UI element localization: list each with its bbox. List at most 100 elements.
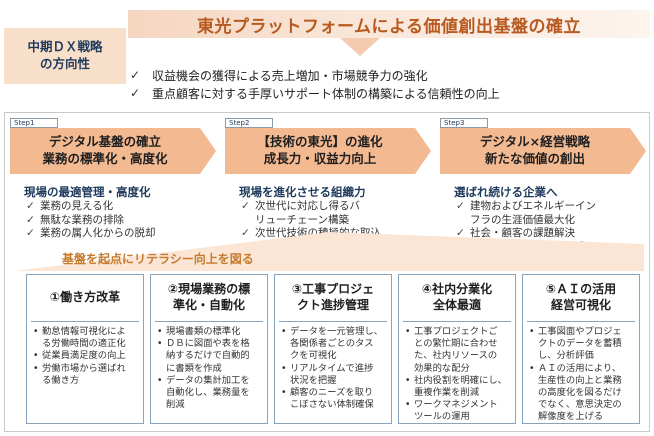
list-item-text: リューチェーン構築 bbox=[255, 213, 349, 226]
list-item-text: 工事プロジェクトご bbox=[414, 326, 498, 337]
bullet-icon: • bbox=[405, 326, 411, 337]
list-item-text: 次世代技術の積極的な取込 bbox=[255, 227, 381, 239]
divider bbox=[279, 321, 387, 322]
bullet-icon: • bbox=[529, 362, 535, 374]
list-item-text: 各関係者ごとのタス bbox=[290, 338, 374, 350]
check-icon: ✓ bbox=[26, 227, 35, 239]
list-item-text: ツールの運用 bbox=[414, 411, 470, 423]
initiative-title-line1: ④社内分業化 bbox=[421, 282, 493, 297]
list-item-text: クトのデータを蓄積 bbox=[538, 338, 622, 350]
list-item-text: 次世代に対応し得るバ bbox=[255, 200, 360, 212]
step-arrow bbox=[225, 128, 431, 174]
step-title-line2: 成長力・収益力向上 bbox=[263, 151, 377, 166]
initiative-title: ④社内分業化 全体最適 bbox=[399, 275, 515, 321]
list-item-text: る労働時間の適正化 bbox=[42, 338, 126, 350]
list-item-text: 現場書類の標準化 bbox=[166, 326, 241, 337]
step-arrow bbox=[440, 128, 646, 174]
initiative-title-line1: ③工事プロジェ bbox=[291, 282, 375, 297]
list-item: に書類を作成 bbox=[157, 363, 263, 375]
bullet-icon: • bbox=[33, 326, 39, 337]
goal-item: ✓ 収益機会の獲得による売上増加・市場競争力の強化 bbox=[130, 66, 650, 84]
list-item-text: クを可視化 bbox=[290, 350, 337, 362]
initiative-box-3: ③工事プロジェ クト進捗管理 • データを一元管理し、各関係者ごとのタスクを可視化… bbox=[274, 274, 392, 424]
step-title: 【技術の東光】の進化 成長力・収益力向上 bbox=[225, 128, 415, 174]
check-icon: ✓ bbox=[241, 227, 250, 239]
strategy-direction-label: 中期ＤＸ戦略 の方向性 bbox=[4, 28, 126, 84]
list-item-text: し、分析評価 bbox=[538, 350, 594, 362]
list-item: ✓建物およびエネルギーイン bbox=[456, 200, 646, 214]
divider bbox=[527, 321, 635, 322]
initiative-title: ②現場業務の標 準化・自動化 bbox=[151, 275, 267, 321]
initiative-box-1: ①働き方改革 •勤怠情報可視化による労働時間の適正化•従業員満足度の向上•労働市… bbox=[26, 274, 144, 424]
list-item-text: 組織コミットメント醸成 bbox=[470, 240, 586, 253]
check-icon: ✓ bbox=[130, 68, 141, 82]
step-1: Step1 デジタル基盤の確立 業務の標準化・高度化 現場の最適管理・高度化 ✓… bbox=[10, 118, 218, 239]
bullet-icon: • bbox=[33, 350, 39, 362]
bullet-icon: • bbox=[157, 338, 163, 350]
check-icon: ✓ bbox=[456, 240, 465, 253]
strategy-label-line1: 中期ＤＸ戦略 bbox=[27, 39, 103, 55]
step-tag: Step3 bbox=[440, 118, 488, 128]
list-item-text: ワークマネジメント bbox=[414, 399, 498, 411]
step-items: ✓業務の見える化 ✓無駄な業務の排除 ✓業務の属人化からの脱却 bbox=[26, 200, 216, 241]
initiative-title-line1: ②現場業務の標 bbox=[167, 282, 251, 297]
list-item: 削減 bbox=[157, 399, 263, 411]
initiative-title-line2: クト進捗管理 bbox=[296, 298, 369, 312]
list-item-text: 重複作業を削減 bbox=[414, 387, 480, 399]
bullet-icon: • bbox=[281, 387, 287, 399]
list-item: 生産性の向上と業務 bbox=[529, 375, 635, 387]
list-item: ✓業務の見える化 bbox=[26, 200, 216, 214]
list-item: との繁忙期に合わせ bbox=[405, 338, 511, 350]
list-item: ✓ 業務の属人化からの脱却 bbox=[26, 227, 216, 241]
check-icon: ✓ bbox=[241, 200, 250, 212]
list-item-text: でなく、意思決定の bbox=[538, 399, 622, 411]
list-item-text: の高度化を図るだけ bbox=[538, 387, 622, 399]
initiative-items: •工事図面やプロジェクトのデータを蓄積し、分析評価•ＡＩの活用により、生産性の向… bbox=[523, 322, 639, 424]
list-item-text: との繁忙期に合わせ bbox=[414, 338, 498, 350]
step-arrow bbox=[10, 128, 216, 174]
list-item-text: 社内役割を明確にし、 bbox=[414, 374, 507, 386]
divider bbox=[31, 321, 139, 322]
list-item-text: データの集計加工を bbox=[166, 374, 250, 386]
list-item: ✓無駄な業務の排除 bbox=[26, 214, 216, 228]
list-item: ✓ナレッジマネジメント bbox=[241, 241, 431, 255]
initiative-box-5: ⑤ＡＩの活用 経営可視化 •工事図面やプロジェクトのデータを蓄積し、分析評価•Ａ… bbox=[522, 274, 640, 424]
step-subtitle: 現場を進化させる組織力 bbox=[239, 185, 366, 199]
list-item-text: 業務の見える化 bbox=[40, 200, 114, 212]
list-item: る働き方 bbox=[33, 375, 139, 387]
list-item-text: 従業員満足度の向上 bbox=[42, 350, 126, 362]
list-item: でなく、意思決定の bbox=[529, 399, 635, 411]
bullet-icon: • bbox=[157, 326, 163, 337]
step-subtitle: 現場の最適管理・高度化 bbox=[24, 185, 151, 199]
list-item-text: ＤＢに図面や表を格 bbox=[166, 338, 250, 350]
list-item-text: データを一元管理し、 bbox=[290, 326, 383, 337]
step-title-line2: 業務の標準化・高度化 bbox=[42, 151, 168, 166]
bullet-icon: • bbox=[281, 362, 287, 374]
step-title-line1: 【技術の東光】の進化 bbox=[257, 134, 383, 150]
list-item: •労働市場から選ばれ bbox=[33, 363, 139, 375]
list-item: •データの集計加工を bbox=[157, 375, 263, 387]
list-item: •顧客のニーズを取り bbox=[281, 387, 387, 399]
goal-item: ✓ 重点顧客に対する手厚いサポート体制の構築による信頼性の向上 bbox=[130, 84, 650, 102]
strategy-label-line2: の方向性 bbox=[39, 56, 90, 71]
list-item-text: 社会・顧客の課題解決 bbox=[470, 227, 575, 239]
step-title-line1: デジタル基盤の確立 bbox=[48, 134, 162, 150]
list-item-text: 業務の属人化からの脱却 bbox=[40, 227, 156, 239]
bullet-icon: • bbox=[405, 374, 411, 386]
list-item-text: 削減 bbox=[166, 399, 185, 411]
bullet-icon: • bbox=[157, 374, 163, 386]
check-icon: ✓ bbox=[130, 86, 141, 100]
step-title-line1: デジタル×経営戦略 bbox=[479, 134, 591, 150]
initiative-title-line1: ①働き方改革 bbox=[49, 290, 121, 305]
list-item: ツールの運用 bbox=[405, 411, 511, 423]
list-item-text: 解像度を上げる bbox=[538, 411, 604, 423]
main-title-banner: 東光プラットフォームによる価値創出基盤の確立 bbox=[128, 10, 650, 38]
list-item-text: 工事図面やプロジェ bbox=[538, 326, 622, 337]
check-icon: ✓ bbox=[26, 213, 35, 226]
goal-text: 重点顧客に対する手厚いサポート体制の構築による信頼性の向上 bbox=[152, 86, 500, 101]
list-item: •現場書類の標準化 bbox=[157, 326, 263, 338]
list-item-text: 建物およびエネルギーイン bbox=[470, 200, 596, 212]
list-item-text: ＡＩの活用により、 bbox=[538, 362, 622, 374]
initiative-items: •勤怠情報可視化による労働時間の適正化•従業員満足度の向上•労働市場から選ばれる… bbox=[27, 322, 143, 387]
